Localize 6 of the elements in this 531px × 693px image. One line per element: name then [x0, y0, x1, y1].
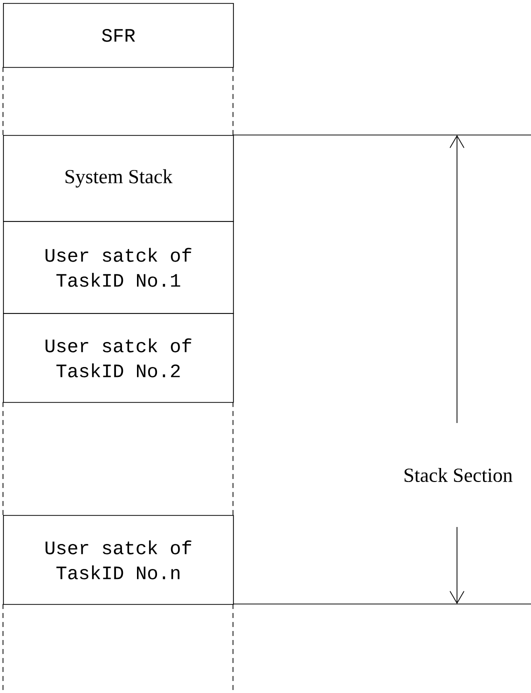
memory-block: User satck of TaskID No.1	[3, 221, 234, 314]
memory-block: User satck of TaskID No.2	[3, 313, 234, 403]
memory-block: System Stack	[3, 135, 234, 222]
memory-block: User satck of TaskID No.n	[3, 515, 234, 605]
memory-block: SFR	[3, 3, 234, 68]
dimension-label: Stack Section	[404, 468, 512, 482]
